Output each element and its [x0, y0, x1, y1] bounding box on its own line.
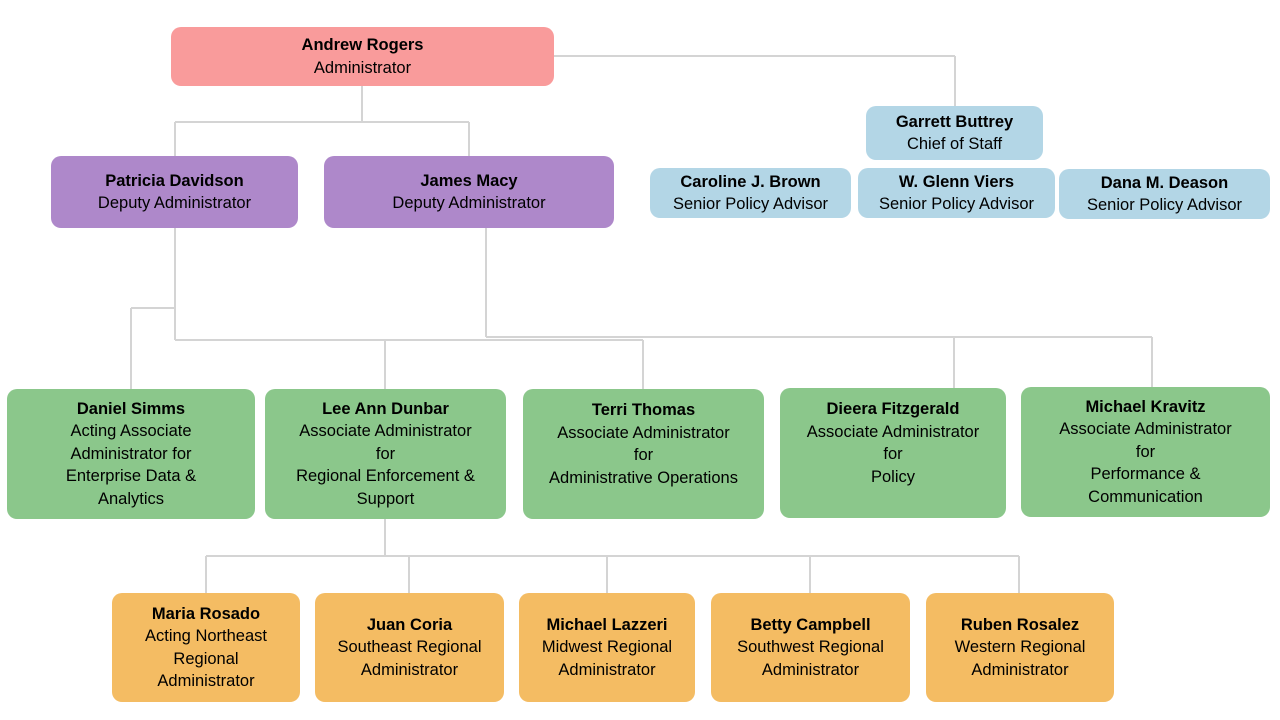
person-name: Juan Coria	[366, 615, 453, 634]
chief-of-staff-box: Garrett Buttrey Chief of Staff	[866, 106, 1043, 160]
person-name: Lee Ann Dunbar	[322, 399, 449, 418]
person-name: Ruben Rosalez	[960, 615, 1080, 634]
person-title: Associate Administrator for Performance …	[1059, 420, 1232, 506]
person-name: Caroline J. Brown	[680, 172, 821, 191]
senior-policy-advisor-box: W. Glenn Viers Senior Policy Advisor	[858, 168, 1055, 218]
associate-administrator-box: Michael Kravitz Associate Administrator …	[1021, 387, 1270, 517]
person-name: W. Glenn Viers	[898, 172, 1015, 191]
associate-administrator-box: Daniel Simms Acting Associate Administra…	[7, 389, 255, 519]
person-title: Midwest Regional Administrator	[541, 638, 673, 679]
associate-administrator-box: Dieera Fitzgerald Associate Administrato…	[780, 388, 1006, 518]
person-name: Michael Lazzeri	[546, 615, 668, 634]
administrator-box: Andrew Rogers Administrator	[171, 27, 554, 86]
person-title: Southwest Regional Administrator	[737, 638, 884, 679]
person-name: Garrett Buttrey	[895, 112, 1014, 131]
person-title: Chief of Staff	[906, 135, 1003, 153]
person-title: Western Regional Administrator	[954, 638, 1086, 679]
person-title: Administrator	[313, 58, 412, 77]
person-title: Associate Administrator for Regional Enf…	[296, 422, 475, 508]
person-title: Senior Policy Advisor	[879, 195, 1034, 213]
regional-administrator-box: Juan Coria Southeast Regional Administra…	[315, 593, 504, 702]
deputy-administrator-box: James Macy Deputy Administrator	[324, 156, 614, 228]
senior-policy-advisor-box: Dana M. Deason Senior Policy Advisor	[1059, 169, 1270, 219]
person-title: Senior Policy Advisor	[1087, 196, 1242, 214]
senior-policy-advisor-box: Caroline J. Brown Senior Policy Advisor	[650, 168, 851, 218]
person-name: Andrew Rogers	[301, 36, 424, 54]
person-title: Associate Administrator for Policy	[806, 422, 980, 486]
person-title: Deputy Administrator	[392, 194, 546, 212]
person-title: Senior Policy Advisor	[673, 195, 828, 213]
person-name: Dana M. Deason	[1100, 173, 1229, 192]
person-title: Acting Northeast Regional Administrator	[145, 627, 267, 690]
regional-administrator-box: Betty Campbell Southwest Regional Admini…	[711, 593, 910, 702]
person-title: Deputy Administrator	[97, 194, 252, 212]
person-name: Daniel Simms	[76, 399, 186, 418]
person-name: James Macy	[420, 171, 518, 190]
regional-administrator-box: Michael Lazzeri Midwest Regional Adminis…	[519, 593, 695, 702]
person-name: Patricia Davidson	[105, 171, 244, 190]
person-name: Betty Campbell	[750, 615, 871, 634]
deputy-administrator-box: Patricia Davidson Deputy Administrator	[51, 156, 298, 228]
person-name: Terri Thomas	[591, 401, 696, 419]
person-title: Acting Associate Administrator for Enter…	[65, 422, 197, 508]
regional-administrator-box: Maria Rosado Acting Northeast Regional A…	[112, 593, 300, 702]
person-name: Maria Rosado	[151, 604, 261, 623]
person-name: Michael Kravitz	[1085, 397, 1206, 416]
person-title: Southeast Regional Administrator	[337, 638, 482, 679]
regional-administrator-box: Ruben Rosalez Western Regional Administr…	[926, 593, 1114, 702]
associate-administrator-box: Terri Thomas Associate Administrator for…	[523, 389, 764, 519]
person-name: Dieera Fitzgerald	[826, 400, 960, 418]
associate-administrator-box: Lee Ann Dunbar Associate Administrator f…	[265, 389, 506, 519]
person-title: Associate Administrator for Administrati…	[549, 423, 738, 487]
